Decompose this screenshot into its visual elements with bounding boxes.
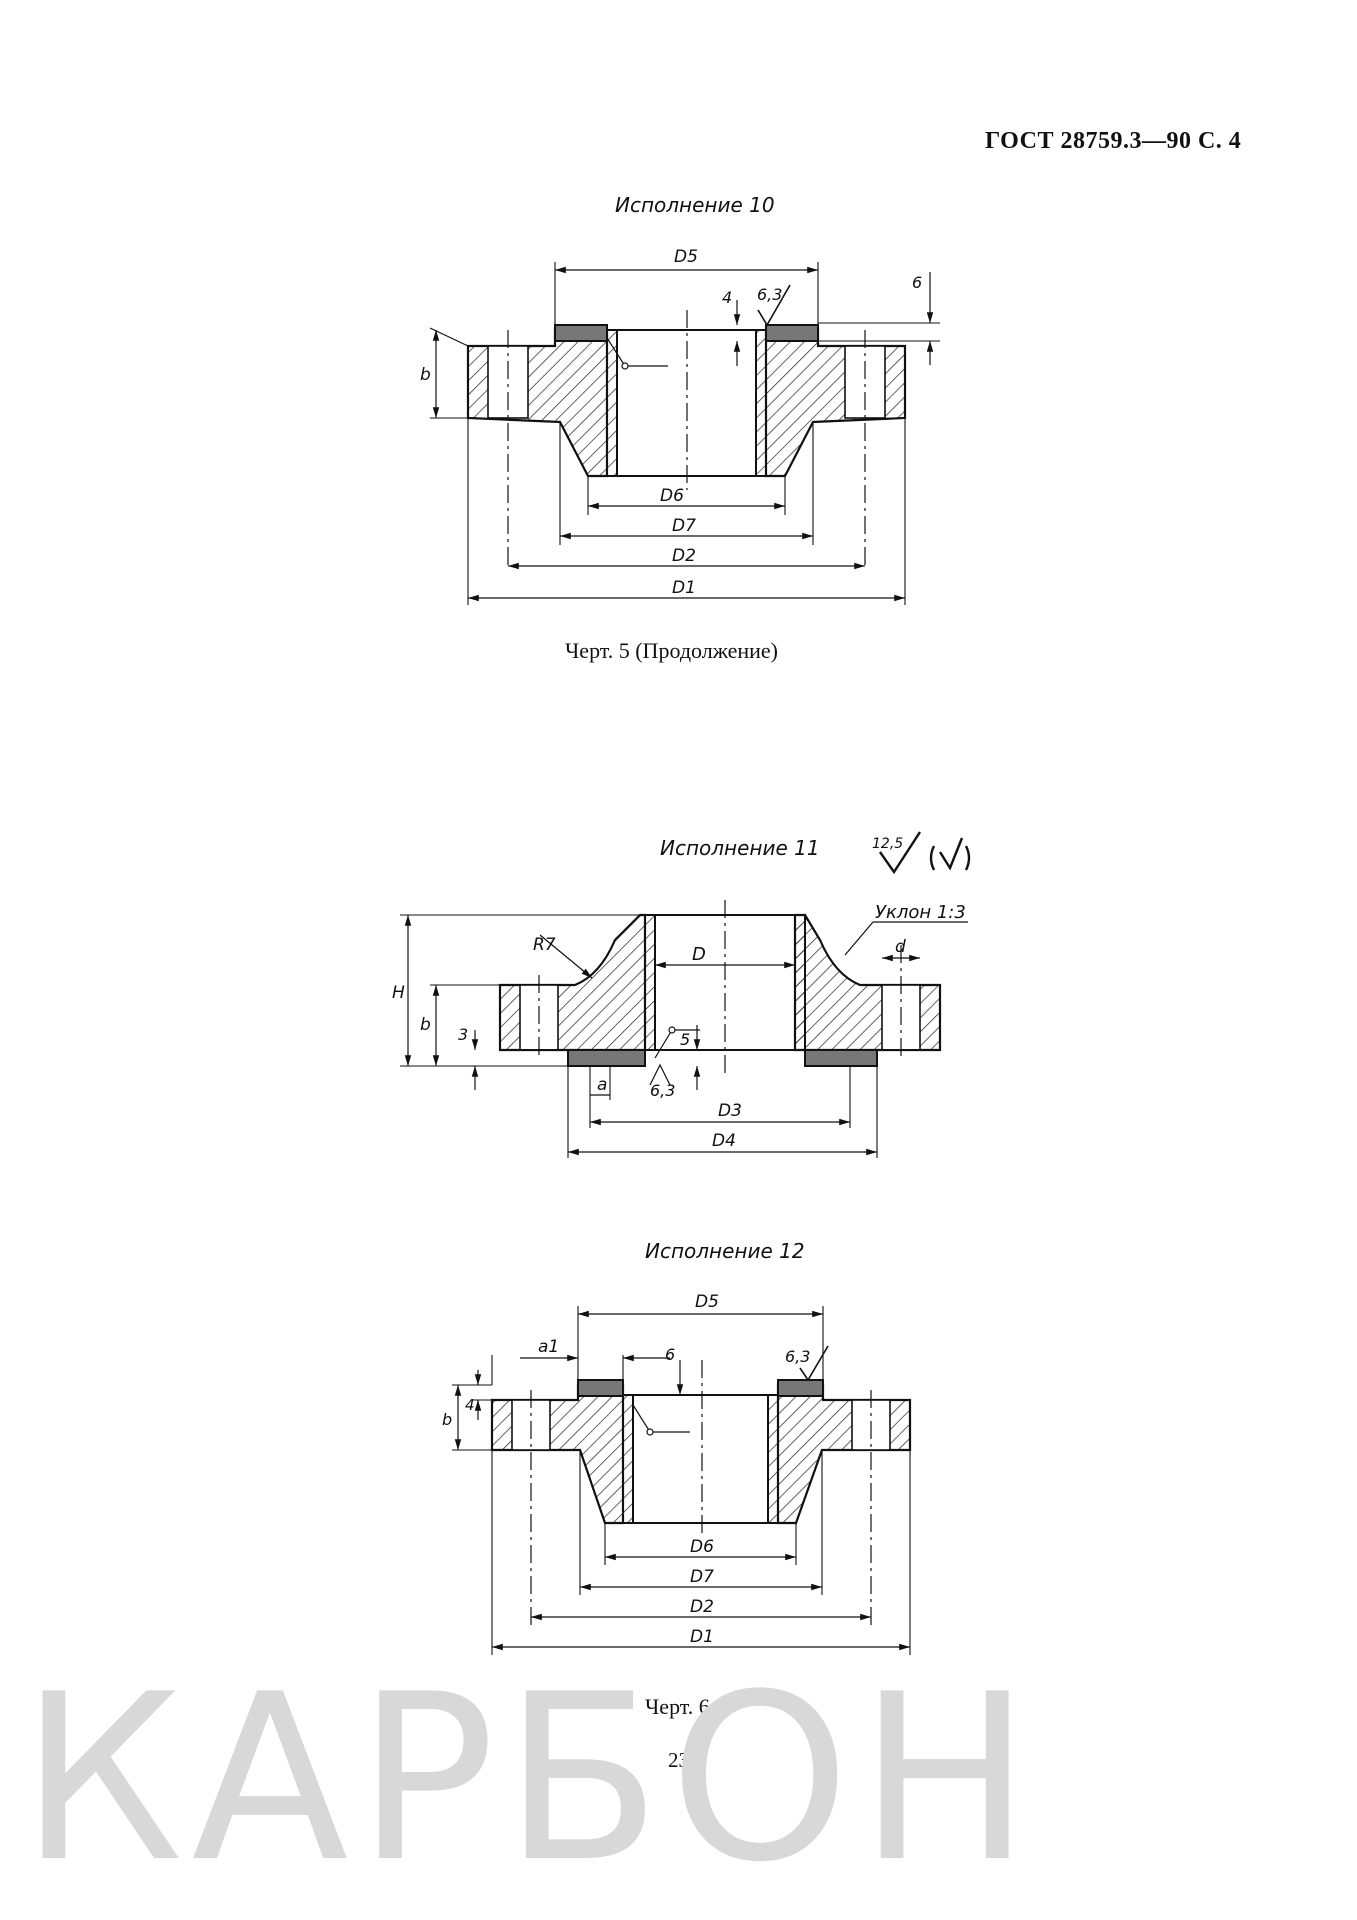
drawing1-dim-6: 6 [912, 273, 922, 292]
drawing2-slope: Уклон 1:3 [875, 902, 966, 923]
drawing1-dim-D7: D7 [672, 516, 696, 536]
drawing2-dim-a: a [597, 1075, 607, 1095]
drawing1-dim-D6: D6 [660, 486, 684, 506]
drawing3-title: Исполнение 12 [645, 1239, 805, 1263]
drawing3-roughness: 6,3 [785, 1347, 810, 1366]
drawing2-dim-D3: D3 [718, 1101, 742, 1121]
drawing1-roughness: 6,3 [757, 285, 782, 304]
drawing3-dim-D5: D5 [695, 1292, 719, 1312]
drawing1-title: Исполнение 10 [615, 193, 775, 217]
drawing3-dim-D1: D1 [690, 1627, 714, 1647]
drawing1-dim-b: b [420, 365, 431, 385]
drawing3-dim-4: 4 [465, 1396, 475, 1414]
drawing3-dim-D6: D6 [690, 1537, 714, 1557]
drawing1-dim-D2: D2 [672, 546, 696, 566]
drawing1-dim-4: 4 [722, 288, 732, 307]
document-header: ГОСТ 28759.3—90 С. 4 [985, 128, 1242, 154]
drawing2-roughness: 6,3 [650, 1081, 675, 1100]
drawing3-dim-b: b [442, 1410, 452, 1429]
page-number: 23 [668, 1748, 689, 1772]
drawing-ispolnenie-12: Исполнение 12 [442, 1239, 912, 1655]
drawing3-caption: Черт. 6 [645, 1694, 710, 1719]
drawing2-dim-D4: D4 [712, 1131, 736, 1151]
watermark: КАРБОН [20, 1646, 1040, 1913]
drawing1-caption: Черт. 5 (Продолжение) [565, 638, 779, 663]
drawing3-dim-D7: D7 [690, 1567, 714, 1587]
roughness-symbol [879, 831, 971, 875]
drawing1-dim-D5: D5 [674, 247, 698, 267]
drawing2-dim-b: b [420, 1015, 431, 1035]
drawing1-dim-D1: D1 [672, 578, 696, 598]
drawing2-dim-5: 5 [680, 1030, 690, 1049]
drawing2-roughness-note: 12,5 [872, 836, 903, 852]
drawing3-dim-D2: D2 [690, 1597, 714, 1617]
drawing2-title: Исполнение 11 [660, 836, 820, 860]
drawing-ispolnenie-11: Исполнение 11 12,5 Уклон 1:3 [392, 831, 971, 1158]
drawing2-dim-H: H [392, 983, 405, 1003]
drawing-ispolnenie-10: Исполнение 10 [420, 193, 940, 605]
drawing2-dim-D: D [692, 944, 706, 965]
drawing2-dim-3: 3 [458, 1025, 468, 1044]
drawing2-dim-d: d [895, 937, 906, 957]
drawing3-dim-6: 6 [665, 1345, 675, 1364]
drawing3-dim-a1: a1 [538, 1337, 559, 1357]
drawing2-dim-R7: R7 [533, 935, 556, 955]
